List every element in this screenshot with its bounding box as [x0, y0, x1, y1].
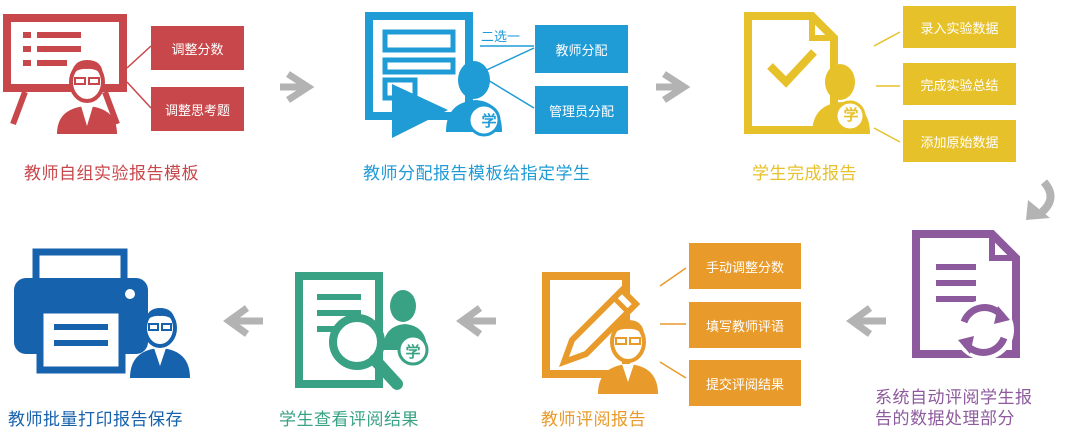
step-5-caption: 教师评阅报告	[541, 410, 646, 430]
arrow-curved-down-icon	[1026, 179, 1055, 220]
arrow-left-icon	[456, 305, 496, 337]
step-7-caption: 教师批量打印报告保存	[8, 410, 183, 430]
printer-teacher-icon	[14, 248, 190, 378]
badge-student: 学	[481, 112, 497, 130]
arrow-left-icon	[223, 305, 263, 337]
option-adjust-score: 调整分数	[151, 26, 244, 70]
step-4-caption-line-2: 告的数据处理部分	[875, 409, 1015, 429]
option-enter-data: 录入实验数据	[903, 6, 1016, 48]
option-adjust-question: 调整思考题	[151, 87, 244, 131]
connector-lines	[659, 267, 687, 379]
edit-pen-teacher-icon	[542, 272, 658, 394]
step-2-caption: 教师分配报告模板给指定学生	[363, 164, 591, 184]
step-3-caption: 学生完成报告	[752, 164, 857, 184]
option-submit-review: 提交评阅结果	[689, 360, 801, 406]
checked-document-student-icon	[744, 12, 870, 134]
option-admin-assign: 管理员分配	[535, 86, 628, 134]
option-manual-score: 手动调整分数	[689, 243, 801, 289]
option-teacher-comment: 填写教师评语	[689, 302, 801, 348]
connector-lines	[126, 45, 152, 109]
choice-label: 二选一	[481, 30, 521, 45]
arrow-left-icon	[846, 305, 886, 337]
step-4-caption-line-1: 系统自动评阅学生报	[875, 388, 1033, 408]
arrow-right-icon	[656, 71, 691, 103]
step-6-caption: 学生查看评阅结果	[279, 410, 419, 430]
step-1-caption: 教师自组实验报告模板	[24, 164, 199, 184]
whiteboard-teacher-icon	[3, 14, 127, 134]
magnifier-document-student-icon	[295, 272, 429, 390]
arrow-right-icon	[280, 71, 315, 103]
badge-student: 学	[843, 106, 859, 124]
connector-lines	[873, 31, 901, 143]
option-summary: 完成实验总结	[903, 63, 1016, 105]
assignment-form-icon	[365, 12, 502, 138]
badge-student: 学	[405, 343, 421, 361]
connector-lines	[477, 45, 535, 109]
option-raw-data: 添加原始数据	[903, 120, 1016, 162]
auto-review-document-icon	[912, 230, 1020, 360]
option-teacher-assign: 教师分配	[535, 25, 628, 73]
